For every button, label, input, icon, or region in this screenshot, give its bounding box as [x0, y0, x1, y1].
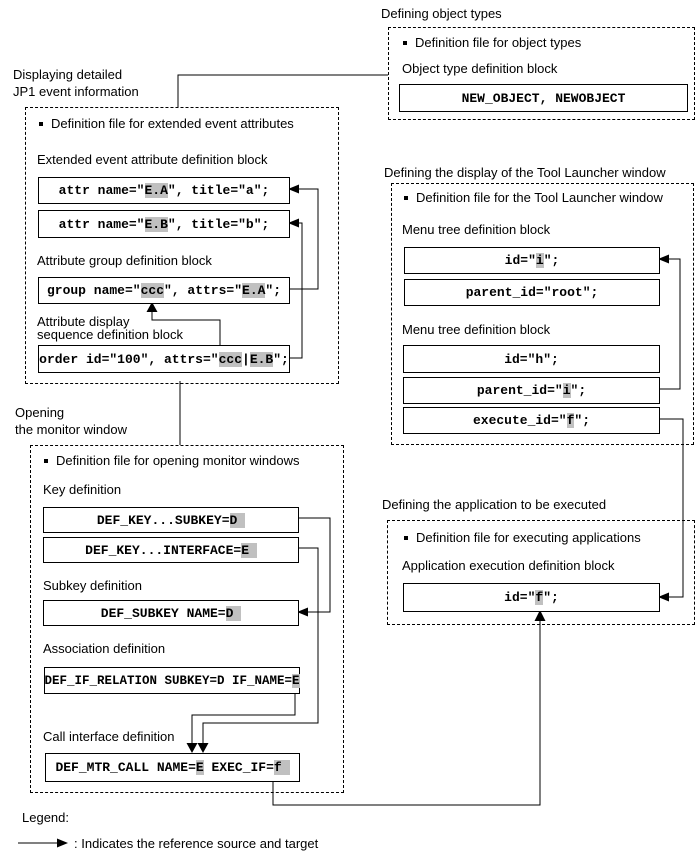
- code-box-call: DEF_MTR_CALL NAME=E EXEC_IF=f: [45, 753, 300, 782]
- code-box-subkey: DEF_SUBKEY NAME=D: [43, 600, 299, 626]
- code-text: attr name=": [58, 216, 145, 232]
- highlighted-token: f: [273, 760, 290, 775]
- key-definition-label: Key definition: [43, 482, 122, 497]
- code-text: id="h";: [504, 351, 559, 367]
- attr-display-seq-label-line2: sequence definition block: [37, 327, 183, 342]
- section-title-application: Defining the application to be executed: [382, 497, 607, 512]
- code-text: attr name=": [58, 183, 145, 198]
- attr-group-block-label: Attribute group definition block: [37, 253, 212, 268]
- code-box-order: order id="100", attrs="ccc|E.B";: [38, 345, 290, 373]
- code-text: ";: [543, 253, 560, 268]
- code-text: EXEC_IF=: [203, 760, 274, 775]
- tool-launcher-file-label: Definition file for the Tool Launcher wi…: [404, 190, 663, 205]
- connector-eventinfo-to-objecttypes: [177, 74, 388, 107]
- application-file-label: Definition file for executing applicatio…: [404, 530, 641, 545]
- highlighted-token: E.B: [249, 351, 274, 367]
- code-box-menu2-execute: execute_id="f";: [403, 407, 660, 434]
- bullet-icon: [403, 40, 407, 45]
- highlighted-token: E.A: [242, 283, 266, 298]
- section-title-event-info-line1: Displaying detailed: [13, 67, 123, 82]
- object-types-file-label: Definition file for object types: [403, 35, 581, 50]
- code-box-menu1-parent: parent_id="root";: [404, 279, 660, 306]
- code-text: ";: [265, 283, 282, 298]
- code-text: parent_id="root";: [465, 285, 599, 300]
- association-definition-label: Association definition: [43, 641, 166, 656]
- code-text: ", title="b";: [167, 216, 270, 232]
- application-block-label: Application execution definition block: [402, 558, 615, 573]
- code-text: NEW_OBJECT, NEWOBJECT: [461, 90, 626, 106]
- event-info-dashed-container: [25, 107, 339, 384]
- highlighted-token: ccc: [218, 351, 242, 367]
- highlighted-token: f: [535, 590, 544, 605]
- code-text: DEF_KEY...INTERFACE=: [85, 542, 242, 558]
- highlighted-token: i: [535, 253, 544, 268]
- highlighted-token: D: [225, 605, 242, 621]
- code-box-key2: DEF_KEY...INTERFACE=E: [43, 537, 299, 563]
- monitor-file-label: Definition file for opening monitor wind…: [44, 453, 300, 468]
- highlighted-token: ccc: [140, 283, 164, 298]
- code-box-menu1-id: id="i";: [404, 247, 660, 274]
- section-title-monitor-line2: the monitor window: [15, 422, 127, 437]
- highlighted-token: E: [241, 542, 257, 558]
- object-type-block-label: Object type definition block: [402, 61, 558, 76]
- highlighted-token: f: [566, 413, 575, 428]
- code-text: parent_id=": [476, 383, 563, 398]
- highlighted-token: D: [229, 512, 246, 528]
- call-interface-definition-label: Call interface definition: [43, 729, 175, 744]
- code-box-new-object: NEW_OBJECT, NEWOBJECT: [399, 84, 688, 112]
- bullet-icon: [44, 458, 48, 463]
- code-text: DEF_MTR_CALL NAME=: [55, 760, 196, 775]
- object-types-dashed-container: [388, 27, 695, 120]
- code-text: execute_id=": [472, 413, 567, 428]
- extended-attr-block-label: Extended event attribute definition bloc…: [37, 152, 268, 167]
- legend-arrowhead: [57, 838, 68, 848]
- subkey-definition-label: Subkey definition: [43, 578, 143, 593]
- highlighted-token: E: [292, 673, 300, 688]
- highlighted-token: E.B: [144, 216, 168, 232]
- bullet-icon: [39, 121, 43, 126]
- code-box-application-id: id="f";: [403, 583, 660, 612]
- application-dashed-container: [387, 520, 695, 625]
- highlighted-token: i: [562, 383, 571, 398]
- code-box-group: group name="ccc", attrs="E.A";: [38, 277, 290, 304]
- legend-arrow-meaning: : Indicates the reference source and tar…: [74, 836, 319, 851]
- code-box-attr1: attr name="E.A", title="a";: [38, 177, 290, 204]
- bullet-icon: [404, 535, 408, 540]
- code-box-menu2-id: id="h";: [403, 345, 660, 373]
- section-title-monitor-line1: Opening: [15, 405, 65, 420]
- code-box-menu2-parent: parent_id="i";: [403, 377, 660, 404]
- menu-tree-block2-label: Menu tree definition block: [402, 322, 551, 337]
- monitor-dashed-container: [30, 445, 344, 793]
- code-text: ";: [574, 413, 591, 428]
- highlighted-token: E.A: [144, 183, 168, 198]
- menu-tree-block1-label: Menu tree definition block: [402, 222, 551, 237]
- code-text: id=": [504, 253, 536, 268]
- section-title-object-types: Defining object types: [381, 6, 502, 21]
- code-text: group name=": [46, 283, 141, 298]
- code-text: ", title="a";: [167, 183, 270, 198]
- attr-display-seq-label-line1: Attribute display: [37, 314, 130, 329]
- code-box-assoc: DEF_IF_RELATION SUBKEY=D IF_NAME=E: [44, 667, 300, 694]
- code-text: ";: [543, 590, 559, 605]
- legend-heading: Legend:: [22, 810, 69, 825]
- bullet-icon: [404, 195, 408, 200]
- code-text: DEF_KEY...SUBKEY=: [96, 512, 230, 528]
- code-text: DEF_SUBKEY NAME=: [100, 605, 226, 621]
- highlighted-token: E: [195, 760, 204, 775]
- code-text: ", attrs=": [164, 283, 243, 298]
- section-title-tool-launcher: Defining the display of the Tool Launche…: [384, 165, 666, 180]
- code-text: DEF_IF_RELATION SUBKEY=D IF_NAME=: [44, 673, 293, 688]
- code-text: ";: [273, 351, 289, 367]
- event-info-file-label: Definition file for extended event attri…: [39, 116, 294, 131]
- tool-launcher-dashed-container: [391, 183, 694, 445]
- code-text: |: [242, 351, 250, 367]
- code-text: id=": [504, 590, 536, 605]
- code-text: ";: [570, 383, 587, 398]
- code-box-attr2: attr name="E.B", title="b";: [38, 210, 290, 238]
- code-text: order id="100", attrs=": [39, 351, 219, 367]
- code-box-key1: DEF_KEY...SUBKEY=D: [43, 507, 299, 533]
- section-title-event-info-line2: JP1 event information: [13, 84, 139, 99]
